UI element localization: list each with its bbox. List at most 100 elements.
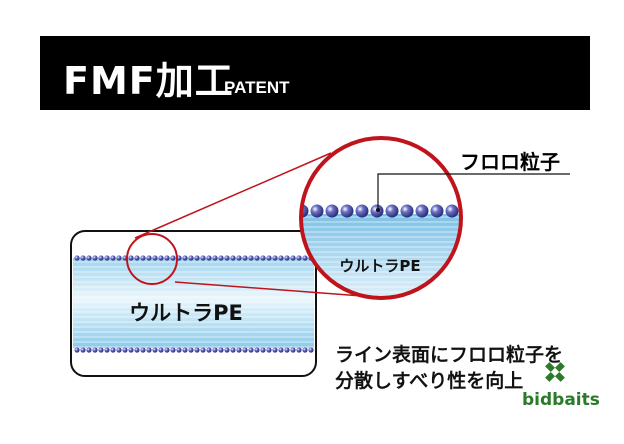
fluoro-particle: [116, 255, 122, 261]
zoom-connector-bottom: [174, 281, 363, 297]
fluoro-particle: [182, 255, 188, 261]
fluoro-particle: [116, 347, 122, 353]
page-title: FMF加工: [63, 59, 234, 103]
zoom-particles: [301, 204, 459, 218]
fluoro-particle: [188, 347, 194, 353]
fluoro-particle: [302, 347, 308, 353]
fluoro-particle: [158, 347, 164, 353]
fluoro-particle: [140, 255, 146, 261]
caption-line-1: ライン表面にフロロ粒子を: [335, 344, 564, 366]
title-banner: FMF加工 PATENT: [40, 36, 590, 110]
fluoro-particle: [218, 255, 224, 261]
fluoro-particle: [415, 204, 429, 218]
fluoro-particle: [164, 255, 170, 261]
fluoro-particle: [302, 255, 308, 261]
fluoro-particle: [284, 255, 290, 261]
fluoro-particle: [266, 347, 272, 353]
zoom-circle: [299, 136, 463, 300]
line-label-zoom: ウルトラPE: [339, 257, 420, 275]
fluoro-particle: [80, 347, 86, 353]
particles-bottom-row: [74, 347, 314, 353]
fluoro-particle: [218, 347, 224, 353]
fluoro-particle: [200, 255, 206, 261]
fluoro-particle: [182, 347, 188, 353]
fluoro-particle: [272, 347, 278, 353]
fluoro-particle: [236, 347, 242, 353]
fluoro-particle: [206, 347, 212, 353]
fluoro-particle: [308, 347, 314, 353]
fluoro-particle: [146, 255, 152, 261]
fluoro-particle: [164, 347, 170, 353]
fluoro-particle: [128, 347, 134, 353]
fluoro-particle: [224, 255, 230, 261]
fluoro-particle: [110, 347, 116, 353]
fluoro-particle: [140, 347, 146, 353]
fluoro-particle: [212, 255, 218, 261]
zoom-source-circle: [126, 233, 178, 285]
fluoro-particle: [152, 347, 158, 353]
fluoro-particle: [206, 255, 212, 261]
fluoro-particle: [248, 347, 254, 353]
fluoro-particle: [242, 255, 248, 261]
fluoro-particle: [134, 347, 140, 353]
fluoro-particle: [272, 255, 278, 261]
fluoro-particle: [74, 255, 80, 261]
fluoro-particle: [355, 204, 369, 218]
fluoro-particle: [92, 347, 98, 353]
fluoro-particle: [74, 347, 80, 353]
fluoro-particle: [254, 347, 260, 353]
fluoro-particle: [340, 204, 354, 218]
fluoro-particle: [278, 255, 284, 261]
fluoro-particle: [200, 347, 206, 353]
fluoro-particle: [176, 347, 182, 353]
pe-fiber-stripes: [73, 258, 314, 348]
fluoro-particle: [104, 255, 110, 261]
fluoro-particle: [110, 255, 116, 261]
fluoro-particle: [260, 255, 266, 261]
particle-callout-line: [377, 173, 570, 210]
patent-label: PATENT: [224, 78, 290, 97]
fluoro-particle: [80, 255, 86, 261]
fluoro-particle: [266, 255, 272, 261]
fluoro-particle: [290, 347, 296, 353]
fluoro-particle: [152, 255, 158, 261]
fluoro-particle: [385, 204, 399, 218]
fluoro-particle: [146, 347, 152, 353]
fluoro-particle: [188, 255, 194, 261]
fluoro-particle: [248, 255, 254, 261]
fluoro-particle: [158, 255, 164, 261]
fluoro-particle: [284, 347, 290, 353]
fluoro-particle: [430, 204, 444, 218]
fluoro-particle: [296, 255, 302, 261]
fluoro-particle: [170, 255, 176, 261]
fluoro-particle: [278, 347, 284, 353]
fluoro-particle: [86, 347, 92, 353]
fluoro-particle: [230, 255, 236, 261]
fluoro-particle: [230, 347, 236, 353]
fluoro-particle: [224, 347, 230, 353]
fluoro-particle: [325, 204, 339, 218]
fluoro-particle: [445, 204, 459, 218]
fluoro-particle: [194, 347, 200, 353]
particles-top-row: [74, 255, 314, 261]
fluoro-particle: [122, 347, 128, 353]
fluoro-particle: [170, 347, 176, 353]
fluoro-particle: [242, 347, 248, 353]
fluoro-particle: [310, 204, 324, 218]
fluoro-particle: [212, 347, 218, 353]
brand-name: bidbaits: [522, 390, 600, 410]
fluoro-particle: [194, 255, 200, 261]
fluoro-particle: [400, 204, 414, 218]
line-label-main: ウルトラPE: [129, 301, 243, 325]
fluoro-particle: [290, 255, 296, 261]
fluoro-particle: [260, 347, 266, 353]
fluoro-particle: [86, 255, 92, 261]
fluoro-particle: [254, 255, 260, 261]
fluoro-particle: [104, 347, 110, 353]
fluoro-particle: [92, 255, 98, 261]
fluoro-particle: [134, 255, 140, 261]
particle-label: フロロ粒子: [460, 150, 560, 174]
fluoro-particle: [98, 255, 104, 261]
fluoro-particle: [128, 255, 134, 261]
fluoro-particle: [296, 347, 302, 353]
